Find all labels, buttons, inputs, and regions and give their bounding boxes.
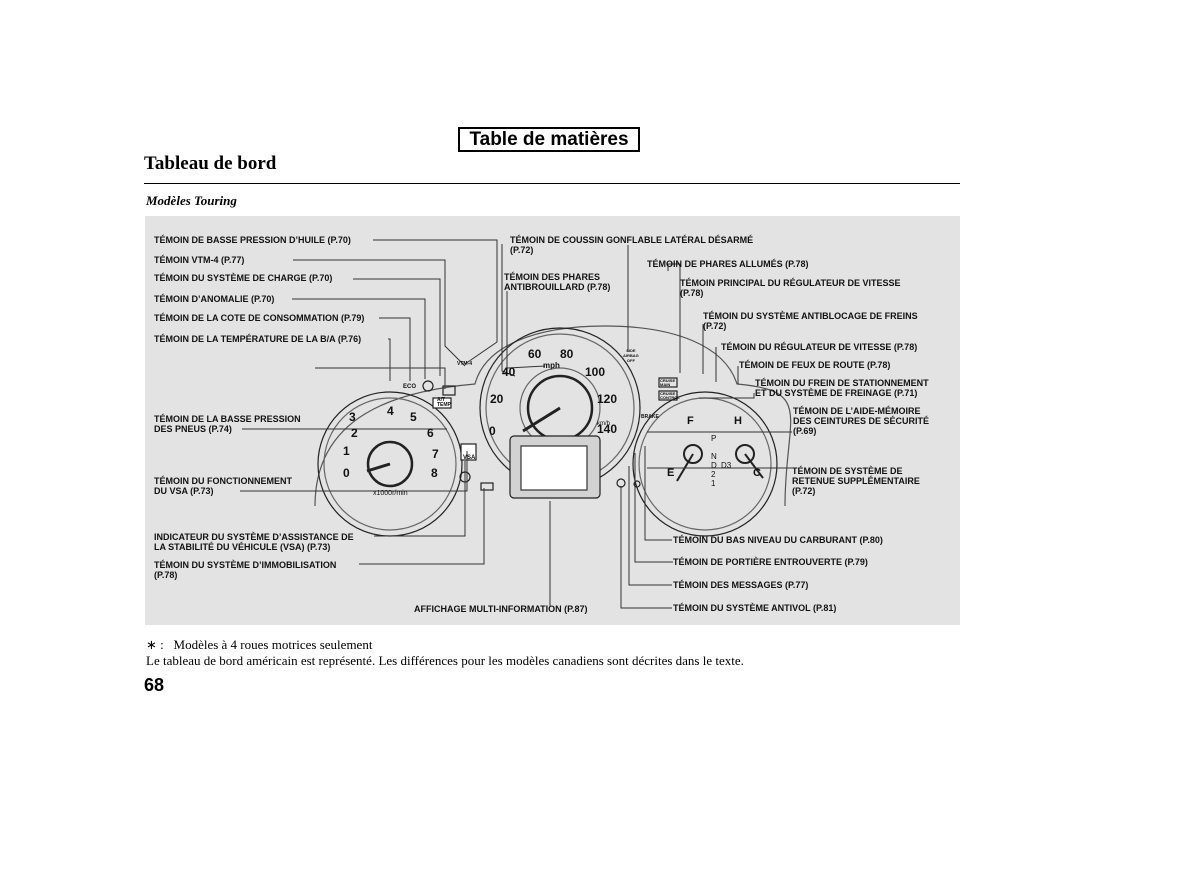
gear-d: D [711,461,717,470]
tach-number-1: 1 [343,444,350,458]
label-multi-info-display: AFFICHAGE MULTI-INFORMATION (P.87) [414,604,588,614]
label-seat-belt: TÉMOIN DE L’AIDE-MÉMOIRE DES CEINTURES D… [793,406,930,436]
tach-number-6: 6 [427,426,434,440]
body-text: Le tableau de bord américain est représe… [146,653,744,668]
speed-140: 140 [597,422,618,436]
label-vtm4: TÉMOIN VTM-4 (P.77) [154,255,245,265]
tach-unit: x1000r/min [373,490,408,497]
label-cruise-control: TÉMOIN DU RÉGULATEUR DE VITESSE (P.78) [721,342,918,352]
speed-80: 80 [560,347,574,361]
footnote-text: Modèles à 4 roues motrices seulement [173,637,373,652]
instrument-panel-diagram: 3 4 5 2 6 1 7 0 8 x1000r/min 60 80 mph 4… [145,216,960,625]
gear-d3: D3 [721,461,732,470]
page-number: 68 [144,675,165,695]
tach-number-0: 0 [343,466,350,480]
dashboard-illustration [240,239,792,609]
gear-n: N [711,452,717,461]
tach-number-4: 4 [387,404,394,418]
label-low-fuel: TÉMOIN DU BAS NIVEAU DU CARBURANT (P.80) [673,535,883,545]
table-of-contents-button[interactable]: Table de matières [458,127,640,152]
speed-0: 0 [489,424,496,438]
gear-p: P [711,434,717,443]
label-oil-pressure: TÉMOIN DE BASSE PRESSION D’HUILE (P.70) [154,235,351,245]
label-lights-on: TÉMOIN DE PHARES ALLUMÉS (P.78) [647,259,809,269]
tach-number-8: 8 [431,466,438,480]
label-tire-pressure: TÉMOIN DE LA BASSE PRESSION DES PNEUS (P… [154,414,301,434]
fuel-temp-gauge-bezel [632,391,778,537]
temp-hot-letter: H [734,415,742,427]
tach-number-2: 2 [351,426,358,440]
tach-number-7: 7 [432,447,439,461]
brake-indicator: BRAKE [641,414,659,420]
label-immobilizer: TÉMOIN DU SYSTÈME D’IMMOBILISATION (P.78… [154,560,337,580]
label-abs: TÉMOIN DU SYSTÈME ANTIBLOCAGE DE FREINS … [703,311,918,331]
tach-number-5: 5 [410,410,417,424]
vtm4-indicator: VTM-4 [457,361,472,367]
section-subtitle: Modèles Touring [146,193,237,208]
label-vsa-system: INDICATEUR DU SYSTÈME D’ASSISTANCE DE LA… [154,532,354,552]
label-fog-lights: TÉMOIN DES PHARES ANTIBROUILLARD (P.78) [504,272,611,292]
speed-100: 100 [585,365,606,379]
label-messages: TÉMOIN DES MESSAGES (P.77) [673,580,809,590]
label-parking-brake: TÉMOIN DU FREIN DE STATIONNEMENT ET DU S… [755,378,929,398]
speed-unit: mph [543,361,560,370]
speed-20: 20 [490,392,504,406]
cruise-main-indicator: CRUISE MAIN [660,378,676,387]
fuel-full-letter: F [687,415,694,427]
label-high-beam: TÉMOIN DE FEUX DE ROUTE (P.78) [739,360,891,370]
label-charging-system: TÉMOIN DU SYSTÈME DE CHARGE (P.70) [154,273,333,283]
title-rule [144,183,960,184]
page-title: Tableau de bord [144,153,277,174]
speed-inner-unit: km/h [597,421,611,427]
label-security-system: TÉMOIN DU SYSTÈME ANTIVOL (P.81) [673,603,837,613]
label-srs: TÉMOIN DE SYSTÈME DE RETENUE SUPPLÉMENTA… [792,466,920,496]
fuel-empty-letter: E [667,467,675,479]
speed-60: 60 [528,347,542,361]
footnote: ∗ : Modèles à 4 roues motrices seulement [146,637,372,653]
eco-indicator: ECO [403,384,417,390]
tach-number-3: 3 [349,410,356,424]
label-malfunction: TÉMOIN D’ANOMALIE (P.70) [154,294,275,304]
footnote-mark: ∗ : [146,637,164,652]
vsa-indicator: VSA [463,455,476,461]
at-temp-indicator: A/T TEMP [437,397,451,408]
speed-40: 40 [502,365,516,379]
speed-120: 120 [597,392,618,406]
temp-cold-letter: C [753,467,761,479]
label-door-open: TÉMOIN DE PORTIÈRE ENTROUVERTE (P.79) [673,557,868,567]
cruise-control-indicator: CRUISE CONTROL [660,391,680,400]
gear-1: 1 [711,479,716,488]
gear-2: 2 [711,470,716,479]
label-eco-rating: TÉMOIN DE LA COTE DE CONSOMMATION (P.79) [154,313,365,323]
label-at-temperature: TÉMOIN DE LA TEMPÉRATURE DE LA B/A (P.76… [154,334,362,344]
label-side-airbag-off: TÉMOIN DE COUSSIN GONFLABLE LATÉRAL DÉSA… [510,235,754,255]
label-cruise-main: TÉMOIN PRINCIPAL DU RÉGULATEUR DE VITESS… [680,278,901,298]
label-vsa-activation: TÉMOIN DU FONCTIONNEMENT DU VSA (P.73) [154,476,292,496]
side-airbag-off-indicator: SIDE AIRBAG OFF [623,348,639,363]
